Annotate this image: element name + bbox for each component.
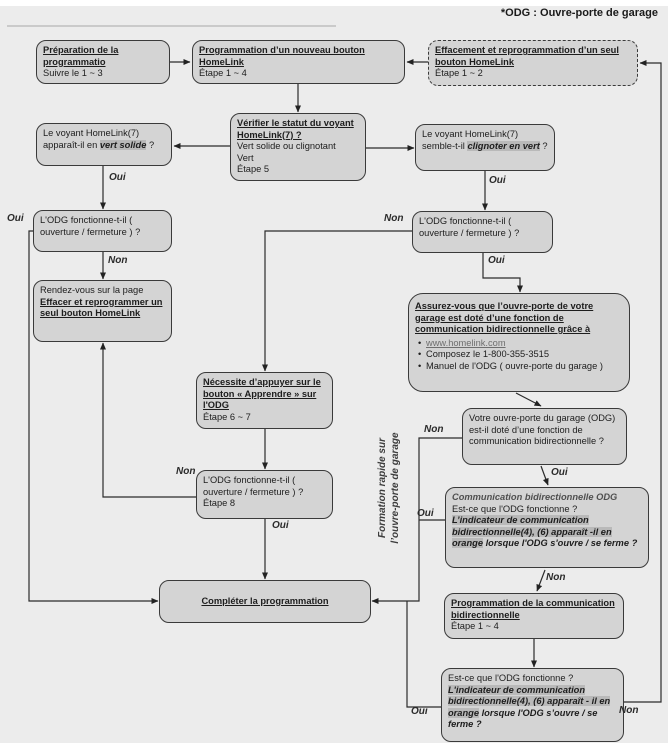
arrow-bottom-non-to-effacement — [624, 60, 662, 703]
box-voyant-vert-solide-highlight: vert solide — [99, 139, 147, 150]
box-voyant-vert-solide: Le voyant HomeLink(7) apparaît-il en ver… — [36, 123, 172, 166]
label-oui-votre-odg: Oui — [551, 467, 568, 478]
box-voyant-vert-solide-post: ? — [146, 139, 155, 150]
box-programmation-nouveau-subtitle: Étape 1 ~ 4 — [199, 68, 247, 79]
label-non-comm-bidir: Non — [546, 572, 566, 583]
label-oui-clignote: Oui — [489, 175, 506, 186]
box-communication-bidirectionnelle-question: Est-ce que l'ODG fonctionne ? — [452, 503, 578, 514]
side-note-line1: Formation rapide sur — [377, 438, 388, 539]
page-title: *ODG : Ouvre-porte de garage — [500, 7, 658, 19]
box-verifier-statut-line2: Vert solide ou clignotant — [237, 141, 336, 152]
box-voyant-clignote-highlight: clignoter en vert — [467, 140, 540, 151]
box-assurez-vous-bullets: www.homelink.com Composez le 1-800-355-3… — [416, 338, 623, 373]
box-communication-bidirectionnelle-header: Communication bidirectionnelle ODG — [452, 492, 618, 502]
arrow-comm-bidir-non-to-prog — [536, 569, 546, 592]
box-programmation-nouveau-title: Programmation d’un nouveau bouton HomeLi… — [199, 45, 365, 67]
box-effacement-subtitle: Étape 1 ~ 2 — [435, 68, 483, 79]
bullet-manual: Manuel de l'ODG ( ouvre-porte du garage … — [416, 361, 623, 373]
box-communication-bidirectionnelle-post: lorsque l'ODG s'ouvre / se ferme ? — [483, 538, 638, 549]
box-preparation-subtitle: Suivre le 1 ~ 3 — [43, 68, 103, 79]
box-verifier-statut: Vérifier le statut du voyant HomeLink(7)… — [230, 113, 366, 181]
box-odg-fonctionne-gauche-text: L'ODG fonctionne-t-il ( ouverture / ferm… — [40, 215, 141, 237]
box-programmation-nouveau: Programmation d’un nouveau bouton HomeLi… — [192, 40, 405, 84]
arrow-etape8-non-to-rendezvous — [100, 342, 196, 498]
box-odg-etape8-subtitle: Étape 8 — [203, 498, 236, 509]
box-verifier-statut-title: Vérifier le statut du voyant HomeLink(7)… — [237, 118, 354, 140]
box-odg-etape8-text: L'ODG fonctionne-t-il ( ouverture / ferm… — [203, 475, 304, 497]
box-verifier-statut-line4: Étape 5 — [237, 164, 270, 175]
label-non-odg-droite: Non — [384, 213, 404, 224]
box-programmation-bidirectionnelle: Programmation de la communication bidire… — [444, 593, 624, 639]
top-strip — [0, 0, 668, 6]
label-non-bas: Non — [619, 705, 639, 716]
label-oui-vert-solide: Oui — [109, 172, 126, 183]
box-est-ce-que-odg: Est-ce que l'ODG fonctionne ? L'indicate… — [441, 668, 624, 742]
arrow-assurez-to-votre-odg — [515, 392, 542, 407]
box-programmation-bidirectionnelle-title: Programmation de la communication bidire… — [451, 598, 615, 620]
arrow-votre-odg-oui-down — [540, 465, 549, 486]
arrow-odg-right-non-to-necessite — [262, 230, 412, 372]
box-communication-bidirectionnelle: Communication bidirectionnelle ODG Est-c… — [445, 487, 649, 568]
box-effacement-title: Effacement et reprogrammation d’un seul … — [435, 45, 619, 67]
label-non-votre-odg: Non — [424, 424, 444, 435]
box-communication-bidirectionnelle-highlight: L’indicateur de communication bidirectio… — [452, 515, 612, 549]
wire-bottom-oui-to-completer — [406, 601, 441, 708]
box-voyant-vert-solide-pre: Le voyant HomeLink(7) apparaît-il en — [43, 128, 140, 150]
label-oui-comm-bidir: Oui — [417, 508, 434, 519]
label-oui-etape8: Oui — [272, 520, 289, 531]
box-rendez-vous-pre: Rendez-vous sur la page — [40, 285, 144, 295]
box-effacement: Effacement et reprogrammation d’un seul … — [428, 40, 638, 86]
box-est-ce-que-odg-question: Est-ce que l'ODG fonctionne ? — [448, 673, 574, 683]
bullet-homelink-site: www.homelink.com — [416, 338, 623, 350]
box-completer: Compléter la programmation — [159, 580, 371, 623]
label-non-odg-gauche: Non — [108, 255, 128, 266]
box-preparation: Préparation de la programmatio Suivre le… — [36, 40, 170, 84]
box-voyant-clignote: Le voyant HomeLink(7) semble-t-il cligno… — [415, 124, 555, 171]
box-programmation-bidirectionnelle-subtitle: Étape 1 ~ 4 — [451, 621, 499, 632]
label-oui-odg-droite: Oui — [488, 255, 505, 266]
box-votre-odg: Votre ouvre-porte du garage (ODG) est-il… — [462, 408, 627, 465]
box-preparation-title: Préparation de la programmatio — [43, 45, 119, 67]
box-est-ce-que-odg-post: lorsque l'ODG s’ouvre / se ferme ? — [448, 707, 598, 730]
label-non-etape8: Non — [176, 466, 196, 477]
box-verifier-statut-line3: Vert — [237, 152, 254, 163]
box-odg-fonctionne-gauche: L'ODG fonctionne-t-il ( ouverture / ferm… — [33, 210, 172, 252]
box-voyant-clignote-post: ? — [539, 140, 548, 151]
arrow-odg-left-oui-to-completer — [28, 230, 159, 604]
box-assurez-vous-title: Assurez-vous que l’ouvre-porte de votre … — [415, 301, 594, 335]
box-necessite-apprendre-subtitle: Étape 6 ~ 7 — [203, 411, 251, 422]
box-odg-fonctionne-droite-text: L'ODG fonctionne-t-il ( ouverture / ferm… — [419, 216, 520, 238]
box-necessite-apprendre-title: Nécessite d’appuyer sur le bouton « Appr… — [203, 377, 321, 411]
box-odg-etape8: L'ODG fonctionne-t-il ( ouverture / ferm… — [196, 470, 333, 519]
label-oui-bas: Oui — [411, 706, 428, 717]
side-note-line2: l’ouvre-porte de garage — [390, 432, 401, 544]
side-note-formation-rapide: Formation rapide sur l’ouvre-porte de ga… — [376, 413, 406, 563]
label-oui-odg-gauche: Oui — [7, 213, 24, 224]
box-votre-odg-text: Votre ouvre-porte du garage (ODG) est-il… — [469, 413, 616, 447]
homelink-link[interactable]: www.homelink.com — [426, 337, 506, 348]
box-necessite-apprendre: Nécessite d’appuyer sur le bouton « Appr… — [196, 372, 333, 429]
arrow-odg-right-oui-to-assurez — [482, 253, 523, 293]
box-odg-fonctionne-droite: L'ODG fonctionne-t-il ( ouverture / ferm… — [412, 211, 553, 253]
bullet-phone: Composez le 1-800-355-3515 — [416, 349, 623, 361]
box-completer-title: Compléter la programmation — [201, 595, 329, 606]
box-rendez-vous: Rendez-vous sur la page Effacer et repro… — [33, 280, 172, 342]
box-voyant-clignote-pre: Le voyant HomeLink(7) semble-t-il — [422, 129, 519, 151]
box-rendez-vous-link: Effacer et reprogrammer un seul bouton H… — [40, 296, 163, 319]
box-assurez-vous: Assurez-vous que l’ouvre-porte de votre … — [408, 293, 630, 392]
